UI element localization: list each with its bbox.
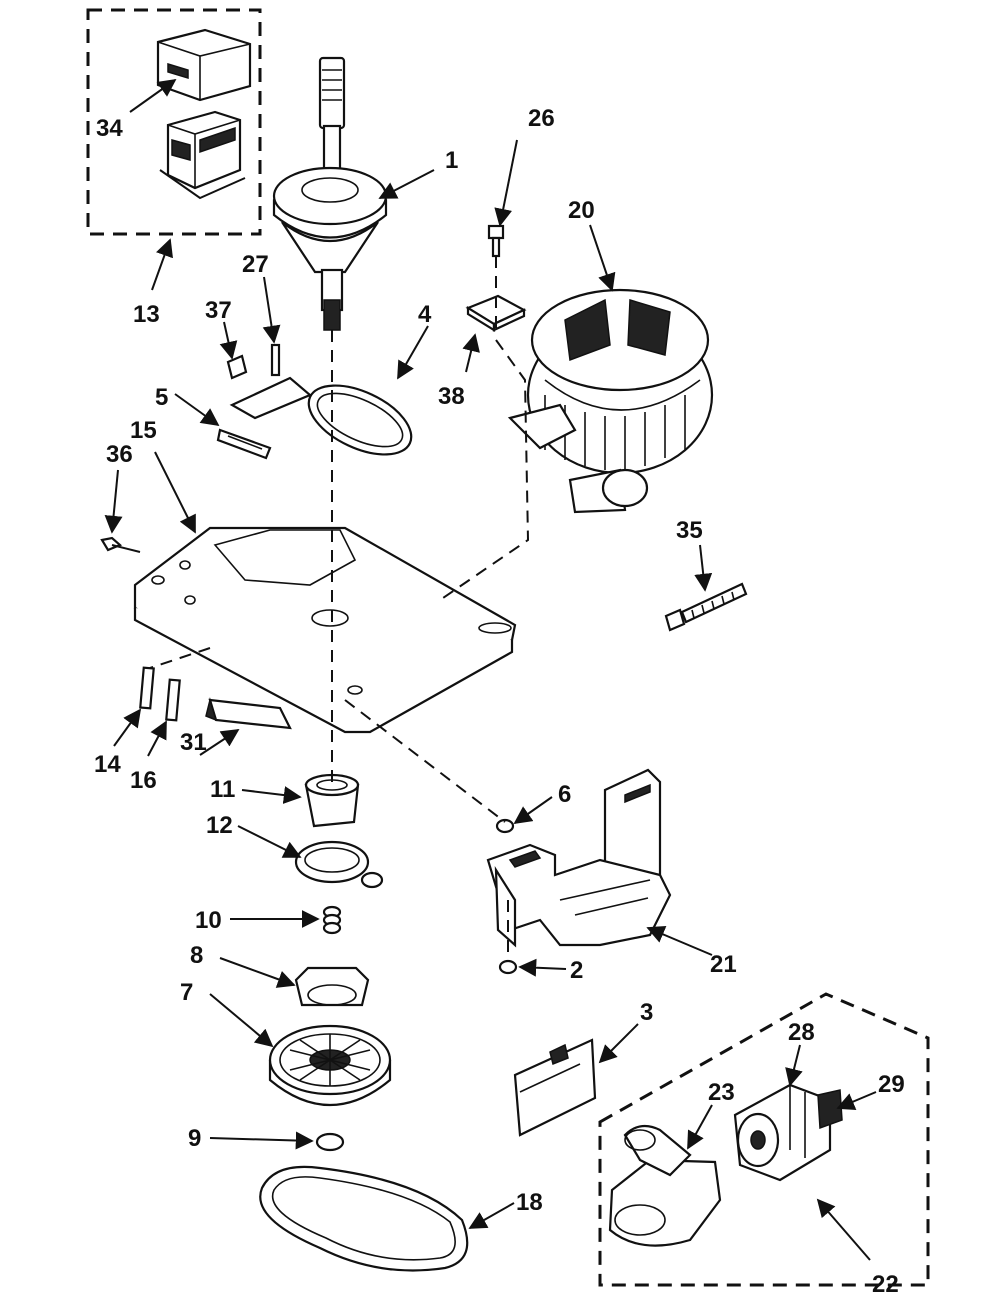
part-13-relay xyxy=(159,110,246,200)
part-2-nut xyxy=(498,959,518,975)
callout-10: 10 xyxy=(195,907,222,934)
part-28-pump-motor xyxy=(733,1083,832,1182)
part-21-bracket xyxy=(486,768,672,948)
part-9-clip xyxy=(315,1132,345,1152)
callout-3: 3 xyxy=(640,999,653,1026)
callout-35: 35 xyxy=(676,517,703,544)
callout-15: 15 xyxy=(130,417,157,444)
callout-23: 23 xyxy=(708,1079,735,1106)
part-7-pulley xyxy=(268,1024,392,1106)
callout-16: 16 xyxy=(130,767,157,794)
callout-13: 13 xyxy=(133,301,160,328)
callout-29: 29 xyxy=(878,1071,905,1098)
part-37-clip xyxy=(226,354,248,380)
callout-6: 6 xyxy=(558,781,571,808)
part-3-plate xyxy=(513,1038,597,1137)
callout-28: 28 xyxy=(788,1019,815,1046)
callout-22: 22 xyxy=(872,1271,899,1298)
callout-11: 11 xyxy=(210,776,235,803)
part-27-lever xyxy=(229,343,313,420)
callout-31: 31 xyxy=(180,729,207,756)
callout-20: 20 xyxy=(568,197,595,224)
callout-36: 36 xyxy=(106,441,133,468)
part-20-motor xyxy=(507,288,714,514)
callout-5: 5 xyxy=(155,384,168,411)
part-5-spring xyxy=(216,428,272,460)
callout-2: 2 xyxy=(570,957,583,984)
group-13-box xyxy=(86,8,262,236)
assembly-lines xyxy=(149,256,530,962)
part-11-bearing xyxy=(304,773,360,828)
callout-38: 38 xyxy=(438,383,465,410)
callout-14: 14 xyxy=(94,751,121,778)
callout-labels: 1 2 3 4 5 6 7 8 9 10 11 12 13 14 15 16 1… xyxy=(94,105,905,1298)
part-6-nut xyxy=(495,818,515,834)
part-14-bolt xyxy=(139,666,155,710)
part-29-terminal xyxy=(817,1089,843,1130)
callout-1: 1 xyxy=(445,147,458,174)
group-22-box xyxy=(598,992,930,1287)
part-31-pad xyxy=(205,697,292,730)
callout-12: 12 xyxy=(206,812,233,839)
part-36-screw xyxy=(100,536,141,553)
part-8-coupler xyxy=(294,966,370,1007)
callout-9: 9 xyxy=(188,1125,201,1152)
callout-27: 27 xyxy=(242,251,269,278)
callout-8: 8 xyxy=(190,942,203,969)
callout-34: 34 xyxy=(96,115,123,142)
callout-18: 18 xyxy=(516,1189,543,1216)
part-34-relay-cover xyxy=(156,28,252,102)
part-12-ring xyxy=(294,840,384,889)
part-38-bracket xyxy=(465,294,527,332)
part-18-belt xyxy=(259,1165,469,1272)
part-4-band xyxy=(307,384,413,456)
part-35-bolt xyxy=(664,582,748,632)
leader-arrows xyxy=(104,78,877,1261)
callout-26: 26 xyxy=(528,105,555,132)
part-15-base-plate xyxy=(133,526,517,734)
callout-37: 37 xyxy=(205,297,232,324)
part-16-bolt xyxy=(165,678,181,722)
part-1-transmission xyxy=(272,56,388,331)
part-10-spring xyxy=(322,905,342,935)
callout-7: 7 xyxy=(180,979,193,1006)
callout-4: 4 xyxy=(418,301,432,328)
part-23-pump xyxy=(608,1124,722,1247)
callout-21: 21 xyxy=(710,951,737,978)
part-26-screw xyxy=(487,224,505,258)
